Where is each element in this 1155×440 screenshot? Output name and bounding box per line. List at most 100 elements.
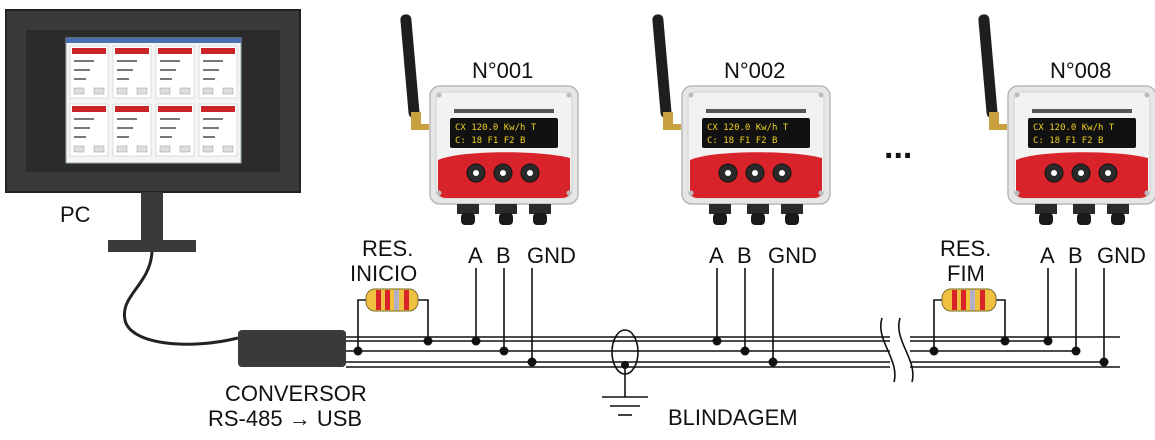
screen-tile-line — [160, 60, 180, 62]
screen-tile-line — [74, 136, 86, 138]
antenna-connector — [989, 112, 999, 130]
cable-gland-nut — [747, 204, 769, 214]
screen-tile-line — [160, 118, 180, 120]
cable-gland-nut — [495, 204, 517, 214]
screen-tile-line — [117, 78, 129, 80]
screw-icon — [1144, 92, 1150, 98]
screen-tile-line — [74, 69, 90, 71]
screw-icon — [688, 92, 694, 98]
screen-tile-header — [158, 106, 192, 112]
device-display-line1: CX 120.0 Kw/h T — [707, 123, 789, 133]
resistor-end — [933, 288, 1006, 351]
screw-icon — [436, 92, 442, 98]
screw-icon — [566, 92, 572, 98]
device-display-line1: CX 120.0 Kw/h T — [1033, 123, 1115, 133]
screen-tile-button — [136, 145, 148, 153]
screw-icon — [566, 190, 572, 196]
dev2-terminal-a: A — [709, 243, 724, 268]
screen-tile-line — [117, 136, 129, 138]
cable-gland-nut — [1107, 204, 1129, 214]
junction-dots — [353, 336, 1109, 367]
dev1-terminal-b: B — [496, 243, 511, 268]
screw-icon — [1014, 92, 1020, 98]
dev8-terminal-b: B — [1068, 243, 1083, 268]
device-display-line2: C: 18 F1 F2 B — [1033, 136, 1103, 146]
cable-gland — [1077, 213, 1091, 225]
device-id-label: N°001 — [472, 58, 533, 83]
antenna-icon — [652, 14, 672, 119]
antenna-icon — [400, 14, 420, 119]
converter-label-line1: CONVERSOR — [225, 381, 367, 406]
device-display-line1: CX 120.0 Kw/h T — [455, 123, 537, 133]
cable-gland-nut — [1073, 204, 1095, 214]
button-glyph — [473, 170, 479, 176]
screen-tile-header — [115, 106, 149, 112]
bus-wires — [346, 317, 1120, 383]
screen-tile-button — [116, 145, 128, 153]
button-glyph — [1078, 170, 1084, 176]
screen-tile-button — [159, 87, 171, 95]
screen-tile-line — [160, 69, 176, 71]
converter-label-line2: RS-485 → USB — [208, 406, 362, 431]
dev1-terminal-a: A — [468, 243, 483, 268]
screen-tile-header — [72, 48, 106, 54]
resistor-start — [357, 288, 429, 351]
screen-tile-line — [203, 60, 223, 62]
screen-tile-line — [203, 127, 219, 129]
device-id-label: N°008 — [1050, 58, 1111, 83]
screen-tile-line — [74, 118, 94, 120]
screen-tile-line — [160, 78, 172, 80]
shield-ground — [602, 329, 648, 416]
screw-icon — [688, 190, 694, 196]
cable-gland-nut — [1035, 204, 1057, 214]
screen-tile-line — [117, 127, 133, 129]
res-end-line1: RES. — [940, 236, 991, 261]
antenna-icon — [978, 14, 998, 119]
screen-tile-header — [201, 106, 235, 112]
dev8-terminal-a: A — [1040, 243, 1055, 268]
screen-tile-line — [117, 60, 137, 62]
screen-tile-header — [72, 106, 106, 112]
device-display — [702, 118, 810, 148]
cable-gland — [499, 213, 513, 225]
cable-gland-nut — [709, 204, 731, 214]
screen-tile-button — [202, 145, 214, 153]
shield-label: BLINDAGEM — [668, 405, 798, 430]
screen-tile-header — [115, 48, 149, 54]
device-brand-strip — [1032, 109, 1132, 113]
res-end-line2: FIM — [947, 261, 985, 286]
screen-tile-line — [117, 118, 137, 120]
res-start-line1: RES. — [362, 236, 413, 261]
device-display-line2: C: 18 F1 F2 B — [455, 136, 525, 146]
button-glyph — [779, 170, 785, 176]
screen-tile-button — [136, 87, 148, 95]
cable-gland-nut — [781, 204, 803, 214]
screen-tile-line — [74, 127, 90, 129]
cable-gland — [1111, 213, 1125, 225]
device-1: N°001 CX 120.0 Kw/h T C: 18 F1 F2 B — [400, 14, 579, 225]
screen-tile-line — [117, 69, 133, 71]
screen-tile-line — [74, 78, 86, 80]
screw-icon — [818, 92, 824, 98]
device-brand-strip — [706, 109, 806, 113]
screen-tile-button — [116, 87, 128, 95]
screen-tile-line — [203, 78, 215, 80]
dev2-terminal-gnd: GND — [768, 243, 817, 268]
antenna-connector-arm — [417, 124, 429, 130]
antenna-connector — [411, 112, 421, 130]
device-display — [450, 118, 558, 148]
device-display-line2: C: 18 F1 F2 B — [707, 136, 777, 146]
button-glyph — [500, 170, 506, 176]
screen-tile-button — [222, 145, 234, 153]
cable-gland — [713, 213, 727, 225]
pc-monitor — [5, 9, 301, 252]
screen-tile-button — [93, 145, 105, 153]
device-3: N°008 CX 120.0 Kw/h T C: 18 F1 F2 B — [978, 14, 1155, 225]
screen-tile-header — [201, 48, 235, 54]
screen-tile-line — [160, 136, 172, 138]
screen-tile-header — [158, 48, 192, 54]
cable-gland-nut — [457, 204, 479, 214]
res-start-line2: INICIO — [350, 261, 417, 286]
pc-label: PC — [60, 202, 91, 227]
